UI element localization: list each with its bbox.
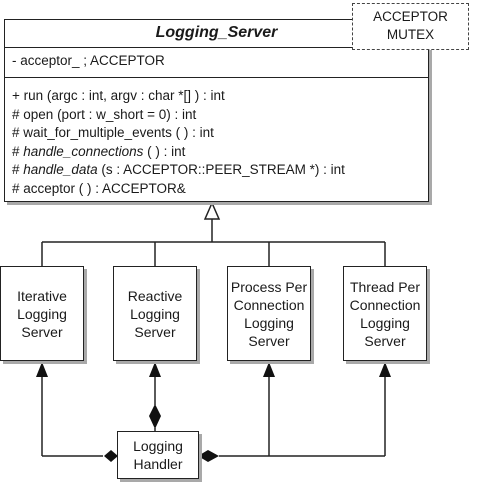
arrowhead-reactive (149, 362, 161, 377)
arrowhead-iterative (36, 362, 48, 377)
class-label-line: Handler (133, 456, 183, 472)
class-label-line: Reactive (127, 287, 183, 304)
divider (5, 47, 428, 48)
template-param-acceptor: ACCEPTOR (373, 9, 448, 24)
generalization-arrowhead (203, 201, 221, 220)
class-label-line: Logging (130, 305, 180, 322)
class-label-line: Logging (360, 314, 410, 331)
class-label-line: Logging (17, 305, 67, 322)
template-param-mutex: MUTEX (386, 27, 435, 42)
class-label-line: Server (364, 332, 406, 349)
operations-list: + run (argc : int, argv : char *[] ) : i… (12, 87, 345, 198)
operation-handle-connections: # handle_connections ( ) : int (12, 143, 186, 159)
class-name: Logging_Server (155, 24, 278, 41)
class-label-line: Connection (233, 296, 305, 313)
class-label-line: Thread Per (349, 278, 421, 295)
operation-handle-data: # handle_data (s : ACCEPTOR::PEER_STREAM… (12, 162, 345, 177)
class-label-line: Server (134, 323, 176, 340)
operation-open: # open (port : w_short = 0) : int (12, 106, 197, 122)
composition-diamond-top (149, 404, 161, 429)
logging-handler-class: Logging Handler (117, 431, 199, 479)
composition-diamond-left (104, 450, 118, 462)
arrowhead-thread (379, 362, 391, 377)
class-label-line: Logging (244, 314, 294, 331)
composition-diamond-right (198, 450, 219, 462)
thread-per-connection-logging-server-class: Thread Per Connection Logging Server (343, 266, 427, 361)
operation-acceptor: # acceptor ( ) : ACCEPTOR& (12, 180, 186, 196)
class-label-line: Server (248, 332, 290, 349)
class-label-line: Server (21, 323, 63, 340)
attribute-acceptor: - acceptor_ ; ACCEPTOR (12, 53, 165, 68)
class-label-line: Connection (349, 296, 421, 313)
operation-run: + run (argc : int, argv : char *[] ) : i… (12, 88, 225, 103)
template-parameters: ACCEPTOR MUTEX (352, 3, 469, 50)
iterative-logging-server-class: Iterative Logging Server (0, 266, 84, 361)
reactive-logging-server-class: Reactive Logging Server (113, 266, 197, 361)
class-label-line: Process Per (230, 278, 308, 295)
arrowhead-process (263, 362, 275, 377)
divider (5, 77, 428, 78)
operation-wait-for-multiple-events: # wait_for_multiple_events ( ) : int (12, 125, 214, 140)
class-label-line: Iterative (17, 287, 67, 304)
class-label-line: Logging (133, 438, 183, 454)
process-per-connection-logging-server-class: Process Per Connection Logging Server (227, 266, 311, 361)
